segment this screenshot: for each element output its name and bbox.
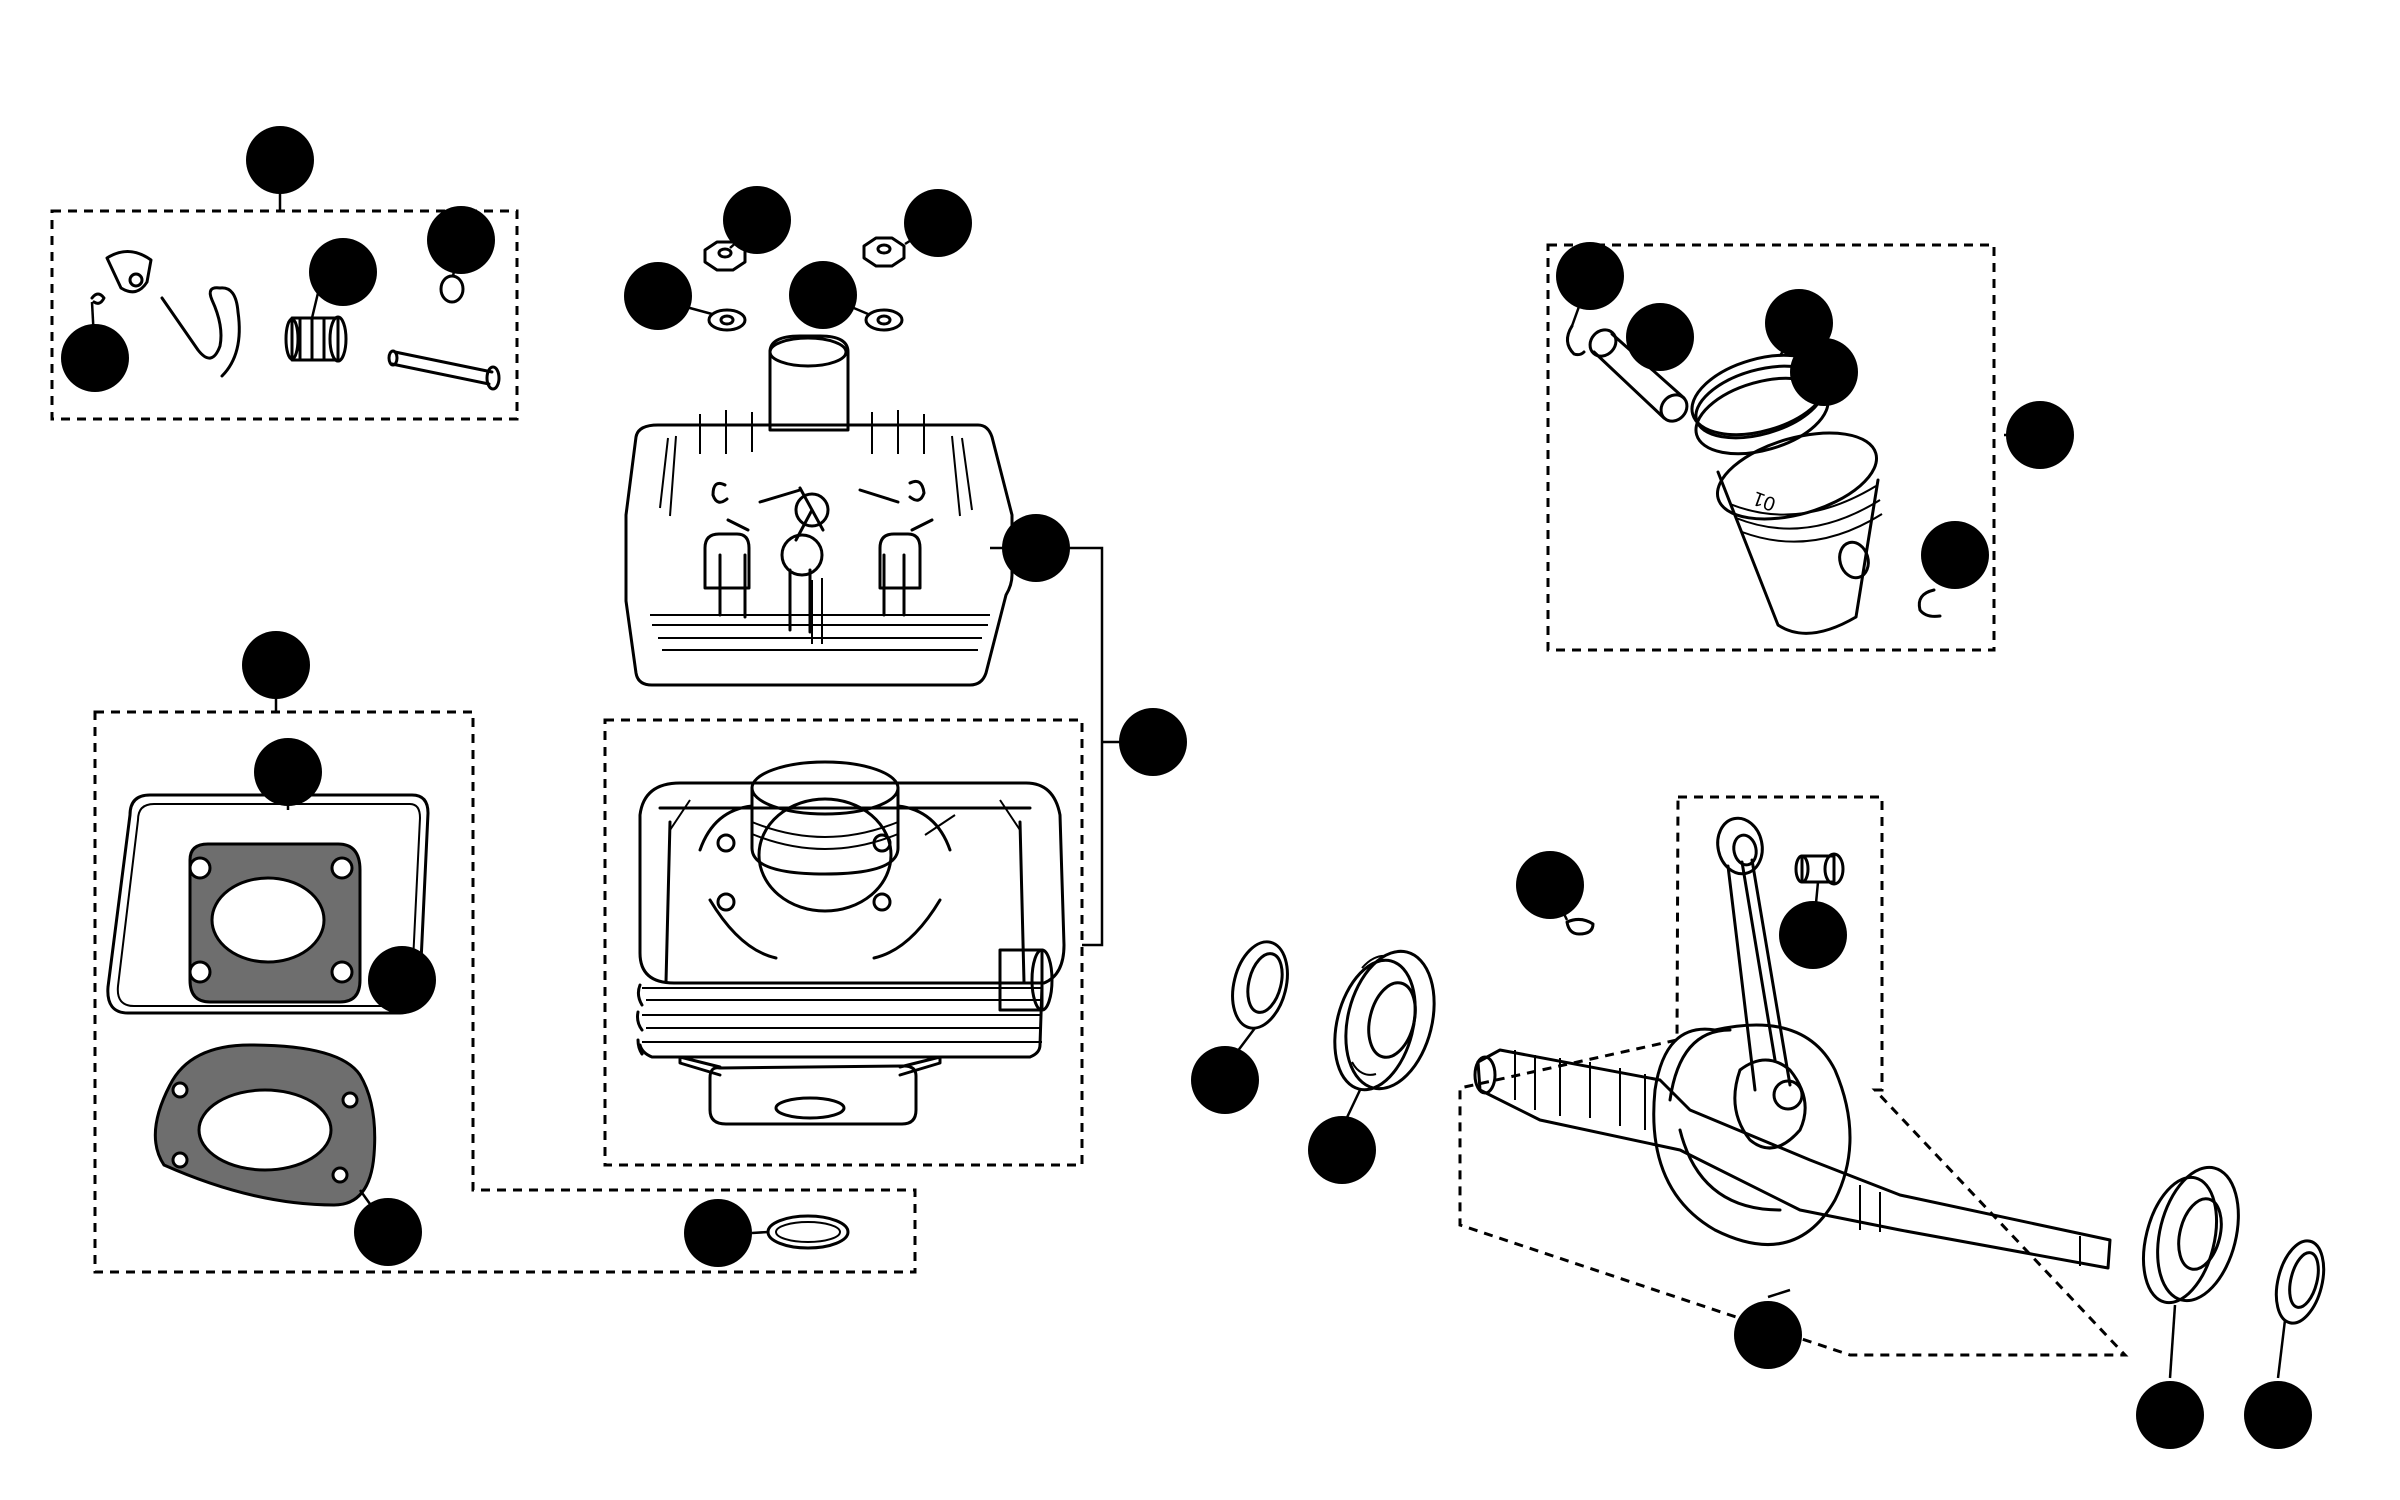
cylinder-head-hardware	[703, 236, 906, 332]
group-box-gasket-kit	[93, 710, 917, 1274]
nut	[703, 240, 747, 272]
leader-lines	[90, 160, 2287, 1379]
callout-marker	[904, 189, 972, 257]
callout-markers	[61, 126, 2312, 1449]
crankshaft-assembly	[1473, 816, 2112, 1270]
cylinder-head	[624, 334, 1014, 687]
spring-bracket	[105, 250, 153, 294]
callout-marker	[1790, 338, 1858, 406]
callout-marker	[2244, 1381, 2312, 1449]
washer	[864, 308, 904, 332]
bearings-and-seals	[1231, 940, 2326, 1325]
head-gasket	[188, 842, 362, 1004]
callout-marker	[354, 1198, 422, 1266]
callout-marker	[254, 738, 322, 806]
valve-body	[284, 315, 348, 363]
crankshaft	[1473, 816, 2112, 1270]
callout-marker	[309, 238, 377, 306]
oil-seal	[2274, 1239, 2326, 1325]
callout-marker	[61, 324, 129, 392]
woodruff-key	[1565, 917, 1595, 936]
valve-pin	[387, 349, 501, 391]
ball-bearing	[2142, 1165, 2240, 1305]
retaining-clip	[90, 292, 106, 305]
callout-marker	[789, 261, 857, 329]
callout-marker	[684, 1199, 752, 1267]
piston-kit: 01	[1566, 324, 1942, 635]
callout-marker	[624, 262, 692, 330]
callout-marker	[1308, 1116, 1376, 1184]
group-box-decompression-valve-kit	[50, 209, 519, 421]
ball-bearing	[1333, 949, 1436, 1092]
nut	[862, 236, 906, 268]
callout-marker	[1734, 1301, 1802, 1369]
callout-marker	[1626, 303, 1694, 371]
decompression-valve-kit	[90, 250, 501, 391]
callout-marker	[2136, 1381, 2204, 1449]
callout-marker	[242, 631, 310, 699]
callout-marker	[1119, 708, 1187, 776]
oil-seal	[1231, 940, 1289, 1030]
base-gasket	[153, 1043, 377, 1207]
washer	[707, 308, 747, 332]
callout-marker	[427, 206, 495, 274]
exhaust-gasket	[766, 1214, 850, 1250]
callout-marker	[1921, 521, 1989, 589]
callout-marker	[1779, 901, 1847, 969]
callout-marker	[1191, 1046, 1259, 1114]
o-ring	[439, 274, 465, 304]
callout-marker	[1516, 851, 1584, 919]
callout-marker	[723, 186, 791, 254]
piston: 01	[1715, 431, 1883, 635]
callout-marker	[246, 126, 314, 194]
callout-marker	[1002, 514, 1070, 582]
group-box-piston-kit	[1546, 243, 1996, 652]
circlip	[1566, 324, 1586, 357]
gasket-kit	[106, 793, 850, 1250]
callout-marker	[1556, 242, 1624, 310]
callout-marker	[368, 946, 436, 1014]
circlip	[1917, 588, 1942, 618]
needle-bearing	[1794, 852, 1845, 886]
cylinder-assembly	[636, 760, 1066, 1126]
group-box-cylinder-assembly	[603, 718, 1084, 1167]
spring	[160, 286, 241, 378]
callout-marker	[2006, 401, 2074, 469]
piston-pin	[1588, 328, 1689, 423]
